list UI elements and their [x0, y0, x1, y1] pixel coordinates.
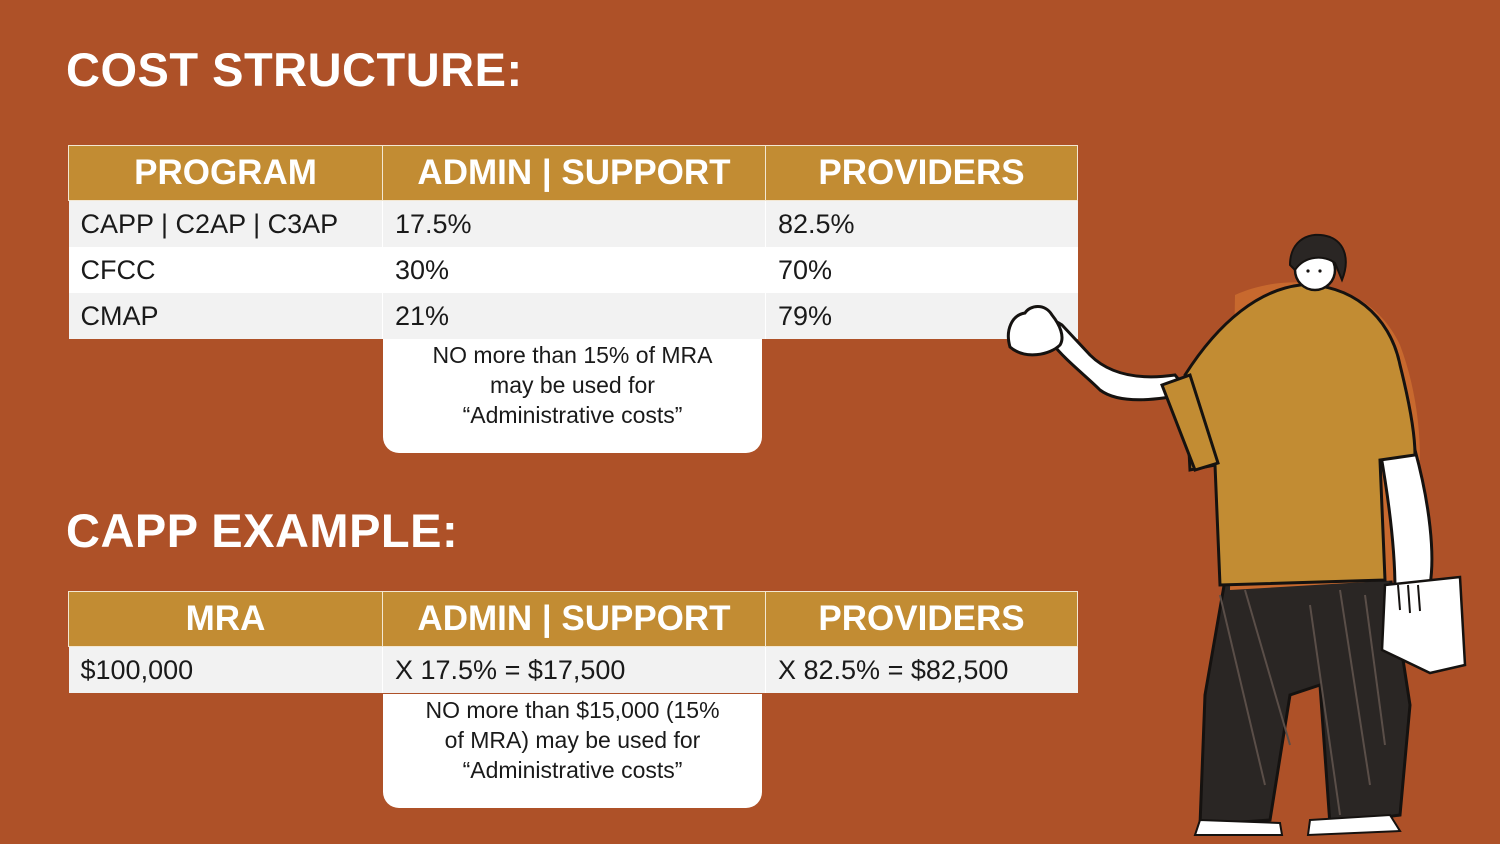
admin-support-cell: 30%: [382, 247, 766, 293]
shirt-shape: [1183, 283, 1417, 587]
note-line: NO more than 15% of MRA: [432, 342, 713, 368]
table-row: CAPP | C2AP | C3AP 17.5% 82.5%: [68, 200, 1078, 247]
cost-structure-heading: COST STRUCTURE:: [66, 43, 523, 96]
papers-shape: [1380, 575, 1467, 675]
header-admin-support: ADMIN | SUPPORT: [382, 591, 766, 647]
admin-support-cell: X 17.5% = $17,500: [382, 646, 766, 693]
program-cell: CMAP: [68, 293, 383, 339]
providers-cell: 82.5%: [765, 200, 1078, 247]
admin-cost-note: NO more than 15% of MRA may be used for …: [383, 339, 762, 453]
sleeve-shape: [1160, 373, 1220, 472]
header-program: PROGRAM: [68, 145, 383, 201]
capp-example-table: MRA ADMIN | SUPPORT PROVIDERS $100,000 X…: [68, 591, 1078, 693]
table-header-row: MRA ADMIN | SUPPORT PROVIDERS: [68, 591, 1078, 647]
note-line: may be used for: [490, 372, 655, 398]
table-row: $100,000 X 17.5% = $17,500 X 82.5% = $82…: [68, 646, 1078, 693]
admin-cost-example-note: NO more than $15,000 (15% of MRA) may be…: [383, 694, 762, 808]
table-row: CMAP 21% 79%: [68, 293, 1078, 339]
mra-cell: $100,000: [68, 646, 383, 693]
note-line: “Administrative costs”: [462, 402, 683, 428]
note-line: NO more than $15,000 (15%: [425, 697, 720, 723]
header-admin-support: ADMIN | SUPPORT: [382, 145, 766, 201]
program-cell: CAPP | C2AP | C3AP: [68, 200, 383, 247]
capp-example-heading: CAPP EXAMPLE:: [66, 504, 459, 557]
hair-shape: [1288, 233, 1347, 283]
providers-cell: X 82.5% = $82,500: [765, 646, 1078, 693]
note-line: “Administrative costs”: [462, 757, 683, 783]
cost-structure-table: PROGRAM ADMIN | SUPPORT PROVIDERS CAPP |…: [68, 145, 1078, 339]
presenter-person-illustration: [1006, 233, 1467, 837]
pants-shape: [1193, 573, 1412, 837]
header-providers: PROVIDERS: [765, 145, 1078, 201]
table-row: CFCC 30% 70%: [68, 247, 1078, 293]
admin-support-cell: 17.5%: [382, 200, 766, 247]
raised-hand-shape: [1006, 305, 1064, 357]
admin-support-cell: 21%: [382, 293, 766, 339]
note-line: of MRA) may be used for: [444, 727, 701, 753]
program-cell: CFCC: [68, 247, 383, 293]
header-providers: PROVIDERS: [765, 591, 1078, 647]
table-header-row: PROGRAM ADMIN | SUPPORT PROVIDERS: [68, 145, 1078, 201]
providers-cell: 70%: [765, 247, 1078, 293]
header-mra: MRA: [68, 591, 383, 647]
